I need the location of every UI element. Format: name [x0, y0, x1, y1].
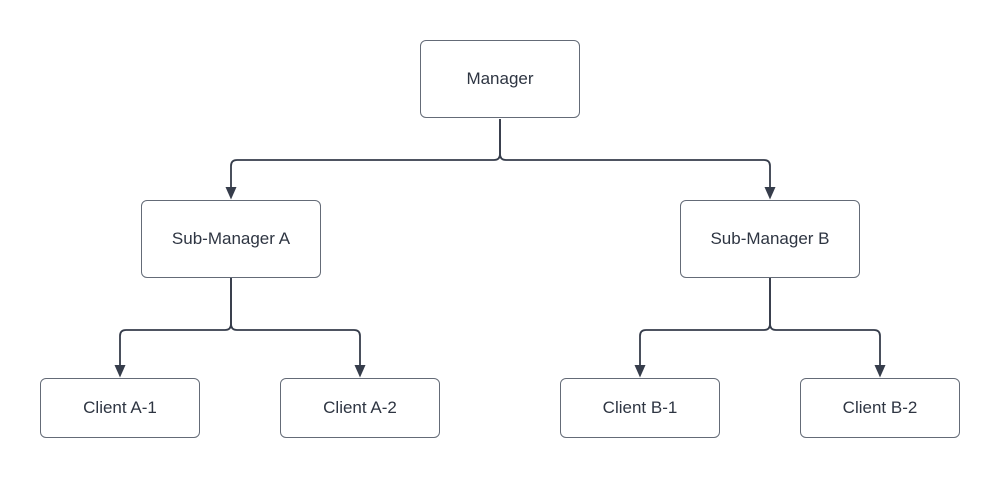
node-client-b2[interactable]: Client B-2 [800, 378, 960, 438]
node-client-a2[interactable]: Client A-2 [280, 378, 440, 438]
connector-line [119, 278, 232, 365]
node-label: Client A-2 [323, 397, 397, 417]
node-label: Sub-Manager B [710, 228, 830, 248]
connector-line [230, 278, 361, 365]
connector-line [499, 119, 771, 187]
connector-manager-to-sub-manager-b [499, 119, 776, 200]
node-label: Sub-Manager A [171, 228, 291, 248]
node-label: Client B-1 [602, 397, 678, 417]
arrowhead-down-icon [634, 365, 646, 378]
connector-line [769, 278, 881, 365]
connector-sub-manager-a-to-client-a2 [230, 278, 366, 378]
node-client-a1[interactable]: Client A-1 [40, 378, 200, 438]
arrowhead-down-icon [874, 365, 886, 378]
node-client-b1[interactable]: Client B-1 [560, 378, 720, 438]
arrowhead-down-icon [764, 187, 776, 200]
node-label: Client B-2 [842, 397, 918, 417]
node-label: Manager [466, 68, 534, 88]
connector-manager-to-sub-manager-a [225, 119, 501, 200]
connector-sub-manager-b-to-client-b1 [634, 278, 771, 378]
arrowhead-down-icon [114, 365, 126, 378]
arrowhead-down-icon [354, 365, 366, 378]
node-sub-manager-b[interactable]: Sub-Manager B [680, 200, 860, 278]
arrowhead-down-icon [225, 187, 237, 200]
connector-sub-manager-a-to-client-a1 [114, 278, 232, 378]
node-sub-manager-a[interactable]: Sub-Manager A [141, 200, 321, 278]
connector-line [230, 119, 501, 187]
node-label: Client A-1 [83, 397, 157, 417]
node-manager[interactable]: Manager [420, 40, 580, 118]
connector-line [639, 278, 771, 365]
connector-sub-manager-b-to-client-b2 [769, 278, 886, 378]
